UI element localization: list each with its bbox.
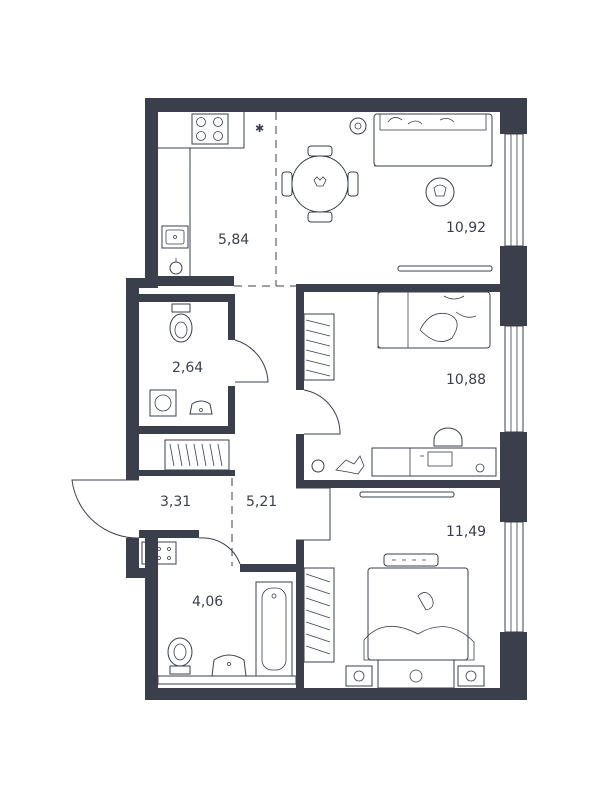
living-room-area: 10,92 <box>446 220 486 236</box>
washbasin-icon <box>189 400 213 415</box>
bedroom-1-area: 10,88 <box>446 372 486 388</box>
shoe-rack-icon <box>141 541 177 565</box>
entrance-area: 3,31 <box>160 494 191 510</box>
stove-icon <box>191 113 229 145</box>
toilet-icon <box>169 303 193 343</box>
bedroom-1: 10,88 <box>303 291 497 477</box>
bed-2-icon <box>363 567 475 661</box>
corridor-area: 5,21 <box>246 494 277 510</box>
dining-table-icon <box>281 145 359 223</box>
toilet-room: 2,64 <box>149 303 213 417</box>
sink-icon <box>161 225 189 249</box>
bathtub-icon <box>255 581 293 677</box>
hall-wardrobe-icon <box>164 439 230 471</box>
kitchen: ✱ 5,84 <box>158 112 264 276</box>
desk-icon <box>371 427 497 477</box>
windows <box>504 133 524 633</box>
doors <box>71 339 341 565</box>
bath-toilet-icon <box>167 637 193 675</box>
nightstands-icon <box>345 659 485 689</box>
entrance: 3,31 <box>141 494 191 565</box>
walls <box>126 98 527 700</box>
bathroom: 4,06 <box>157 581 297 685</box>
bedroom-2: 11,49 <box>303 491 486 689</box>
kitchen-area: 5,84 <box>218 232 249 248</box>
bathroom-area: 4,06 <box>192 594 223 610</box>
washing-machine-icon <box>149 389 177 417</box>
vent-icon: ✱ <box>255 122 264 135</box>
toys-icon <box>311 455 365 475</box>
robot-vacuum-icon <box>349 117 367 135</box>
tv-stand-icon <box>397 265 493 272</box>
tv-icon <box>359 491 455 498</box>
wardrobe-2-icon <box>303 567 335 663</box>
headboard-shelf-icon <box>383 553 439 567</box>
water-heater-icon <box>169 258 183 275</box>
wardrobe-icon <box>303 313 335 381</box>
sofa-icon <box>373 113 493 167</box>
bath-washbasin-icon <box>211 654 247 677</box>
living-room: 10,92 <box>281 113 493 272</box>
bed-icon <box>377 291 491 349</box>
bedroom-2-area: 11,49 <box>446 524 486 540</box>
dog-bed-icon <box>425 177 455 207</box>
toilet-area: 2,64 <box>172 360 203 376</box>
